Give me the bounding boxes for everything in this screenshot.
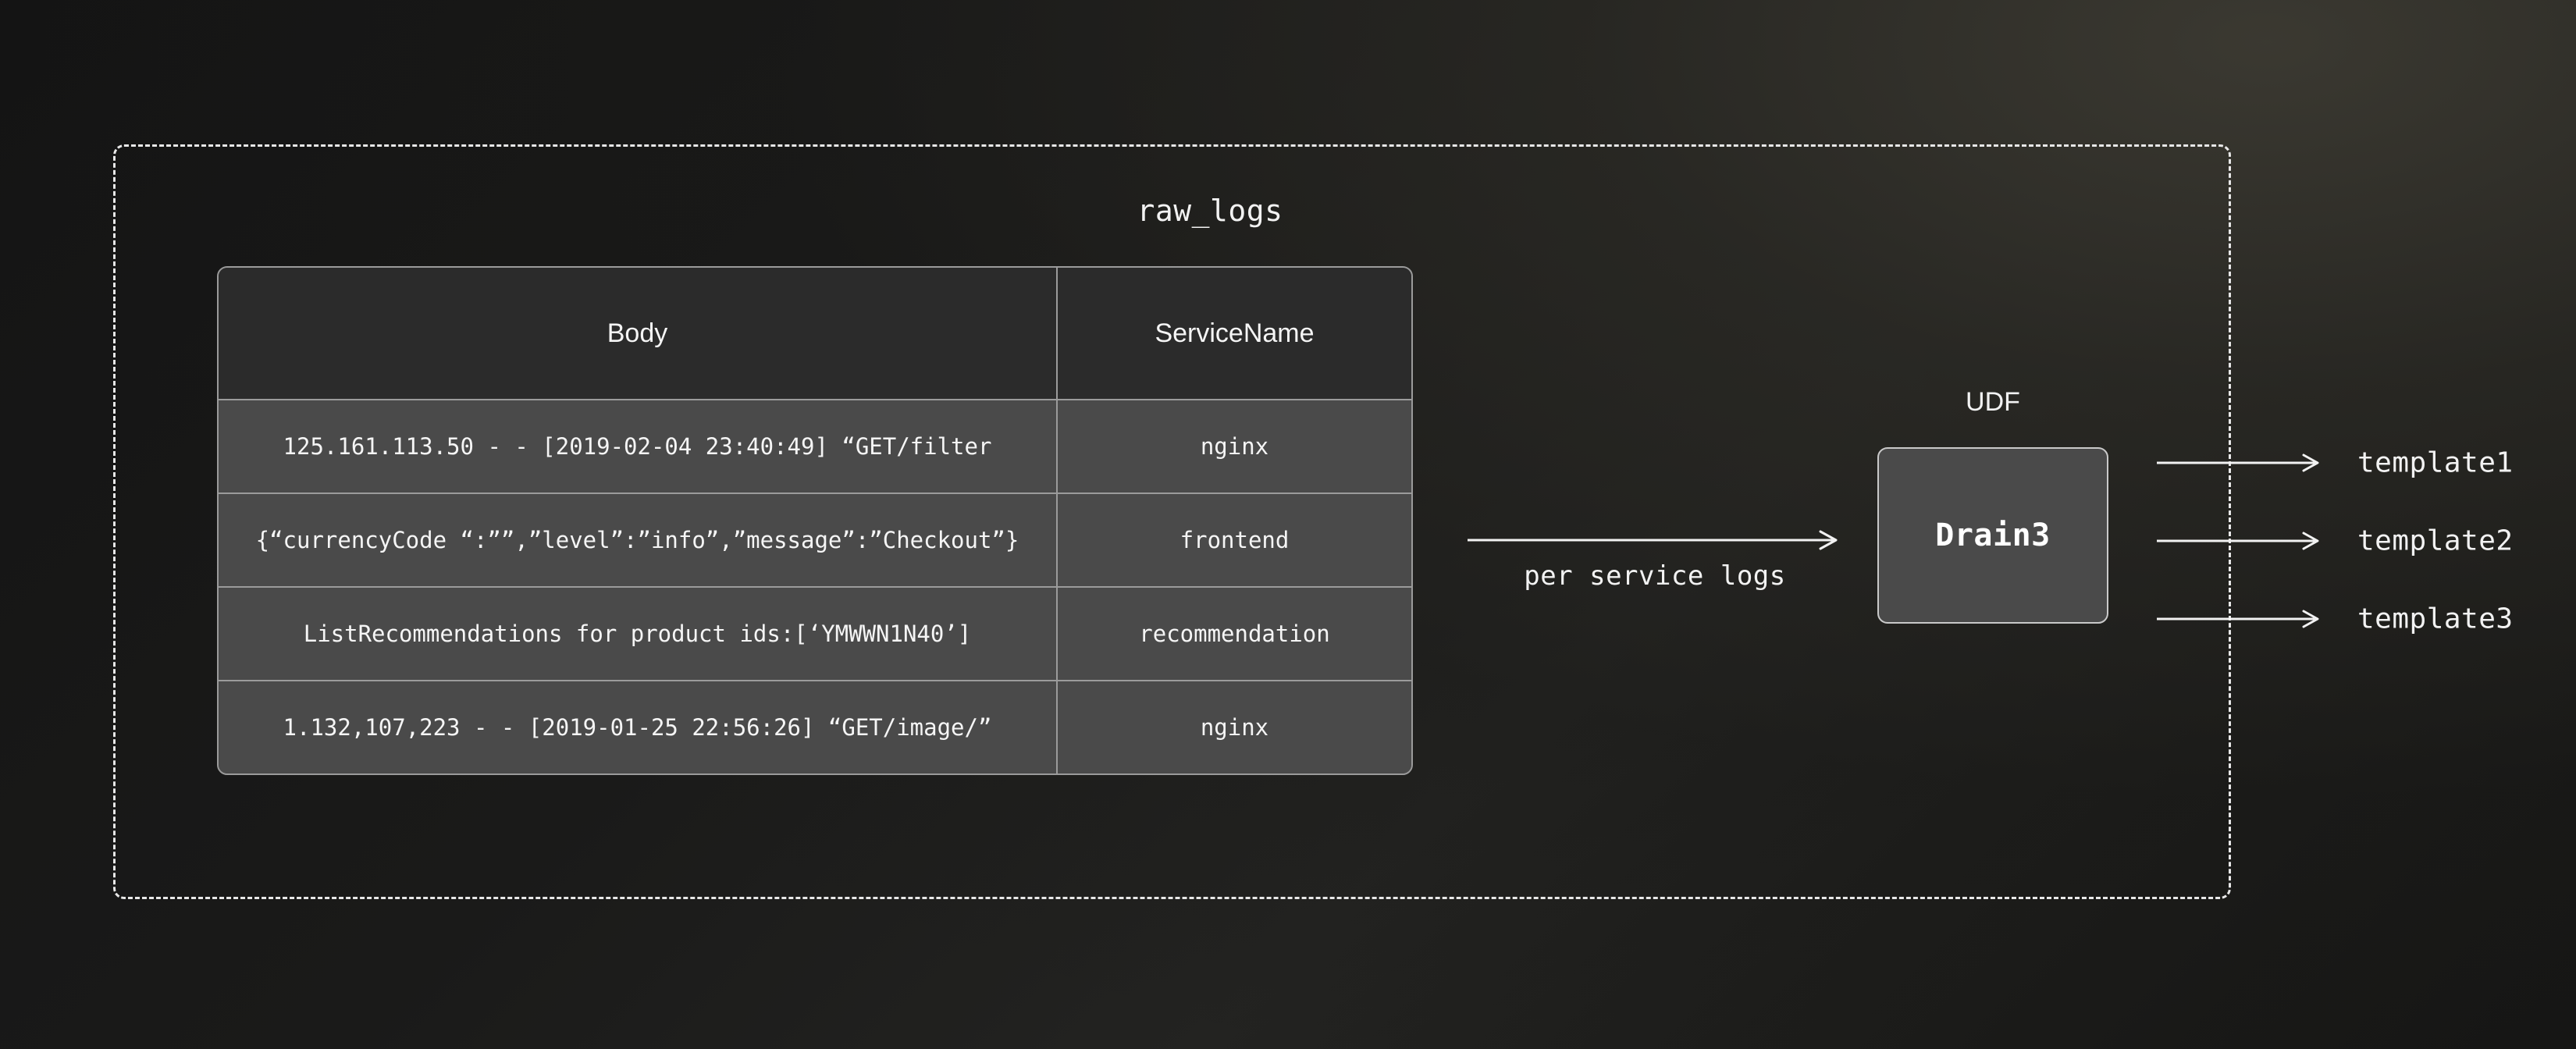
drain3-label: Drain3	[1935, 517, 2051, 553]
table-row: 125.161.113.50 - - [2019-02-04 23:40:49]…	[219, 400, 1411, 494]
per-service-logs-label: per service logs	[1524, 560, 1786, 592]
cell-servicename: recommendation	[1056, 588, 1411, 681]
table-row: {“currencyCode “:””,”level”:”info”,”mess…	[219, 494, 1411, 588]
cell-body: 1.132,107,223 - - [2019-01-25 22:56:26] …	[219, 681, 1056, 773]
raw-logs-boundary	[113, 144, 2231, 899]
cell-servicename: frontend	[1056, 494, 1411, 588]
table-row: ListRecommendations for product ids:[‘YM…	[219, 588, 1411, 681]
table-row: 1.132,107,223 - - [2019-01-25 22:56:26] …	[219, 681, 1411, 773]
output-label-template3: template3	[2357, 603, 2514, 635]
udf-caption: UDF	[1966, 387, 2020, 417]
raw-logs-table: Body ServiceName 125.161.113.50 - - [201…	[217, 266, 1413, 775]
cell-body: ListRecommendations for product ids:[‘YM…	[219, 588, 1056, 681]
output-label-template1: template1	[2357, 446, 2514, 479]
column-header-servicename: ServiceName	[1056, 268, 1411, 400]
cell-servicename: nginx	[1056, 681, 1411, 773]
cell-servicename: nginx	[1056, 400, 1411, 494]
raw-logs-title: raw_logs	[1137, 194, 1283, 228]
cell-body: 125.161.113.50 - - [2019-02-04 23:40:49]…	[219, 400, 1056, 494]
drain3-box: Drain3	[1877, 447, 2108, 624]
cell-body: {“currencyCode “:””,”level”:”info”,”mess…	[219, 494, 1056, 588]
column-header-body: Body	[219, 268, 1056, 400]
table-header-row: Body ServiceName	[219, 268, 1411, 400]
output-label-template2: template2	[2357, 524, 2514, 557]
